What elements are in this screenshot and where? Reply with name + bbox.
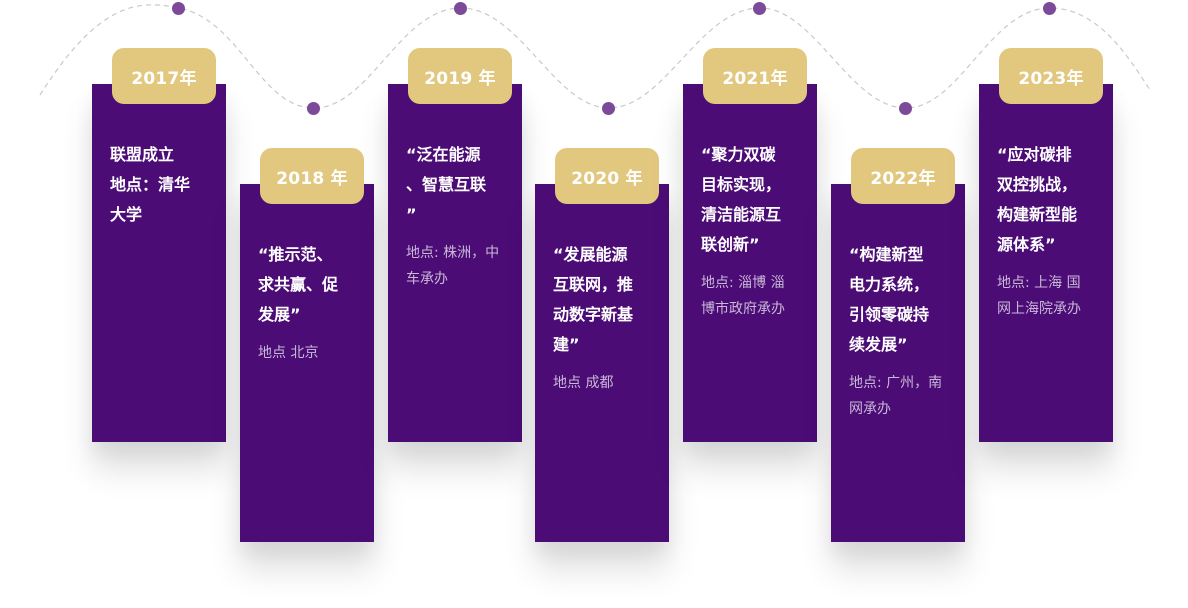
milestone-location: 地点 成都 <box>553 375 614 391</box>
wave-path <box>39 4 1151 109</box>
year-badge: 2022年 <box>851 148 955 204</box>
milestone-card-2022: 2022年 “构建新型 电力系统， 引领零碳持 续发展” 地点: 广州，南 网承… <box>831 148 965 542</box>
milestone-title: “构建新型 电力系统， 引领零碳持 续发展” <box>849 245 930 354</box>
milestone-card-2019: 2019 年 “泛在能源 、智慧互联 ” 地点: 株洲，中 车承办 <box>388 48 522 442</box>
milestone-card-2023: 2023年 “应对碳排 双控挑战， 构建新型能 源体系” 地点: 上海 国 网上… <box>979 48 1113 442</box>
milestone-title: “聚力双碳 目标实现， 清洁能源互 联创新” <box>701 145 782 254</box>
milestone-title: “推示范、 求共赢、促 发展” <box>258 245 339 324</box>
milestone-location: 地点: 广州，南 网承办 <box>849 375 943 417</box>
timeline-dot <box>602 102 615 115</box>
year-badge: 2018 年 <box>260 148 364 204</box>
timeline-dot <box>899 102 912 115</box>
year-badge: 2020 年 <box>555 148 659 204</box>
milestone-location: 地点: 淄博 淄 博市政府承办 <box>701 275 785 317</box>
year-badge: 2019 年 <box>408 48 512 104</box>
milestone-card-2021: 2021年 “聚力双碳 目标实现， 清洁能源互 联创新” 地点: 淄博 淄 博市… <box>683 48 817 442</box>
timeline-wave <box>39 4 1151 109</box>
milestone-title: “应对碳排 双控挑战， 构建新型能 源体系” <box>997 145 1078 254</box>
year-badge: 2021年 <box>703 48 807 104</box>
milestone-location: 地点: 上海 国 网上海院承办 <box>997 275 1081 317</box>
timeline-dot <box>1043 2 1056 15</box>
timeline-dot <box>753 2 766 15</box>
milestone-location: 地点 北京 <box>258 345 319 361</box>
milestone-card-2020: 2020 年 “发展能源 互联网，推 动数字新基 建” 地点 成都 <box>535 148 669 542</box>
milestone-location: 地点: 株洲，中 车承办 <box>406 245 500 287</box>
milestone-title: “发展能源 互联网，推 动数字新基 建” <box>553 245 634 354</box>
milestone-title: “泛在能源 、智慧互联 ” <box>406 145 487 224</box>
year-badge: 2017年 <box>112 48 216 104</box>
milestone-card-2018: 2018 年 “推示范、 求共赢、促 发展” 地点 北京 <box>240 148 374 542</box>
milestone-card-2017: 2017年 联盟成立 地点：清华 大学 <box>92 48 226 442</box>
milestone-title: 联盟成立 地点：清华 大学 <box>110 145 191 224</box>
timeline-dot <box>307 102 320 115</box>
year-badge: 2023年 <box>999 48 1103 104</box>
timeline-dot <box>454 2 467 15</box>
timeline-dot <box>172 2 185 15</box>
